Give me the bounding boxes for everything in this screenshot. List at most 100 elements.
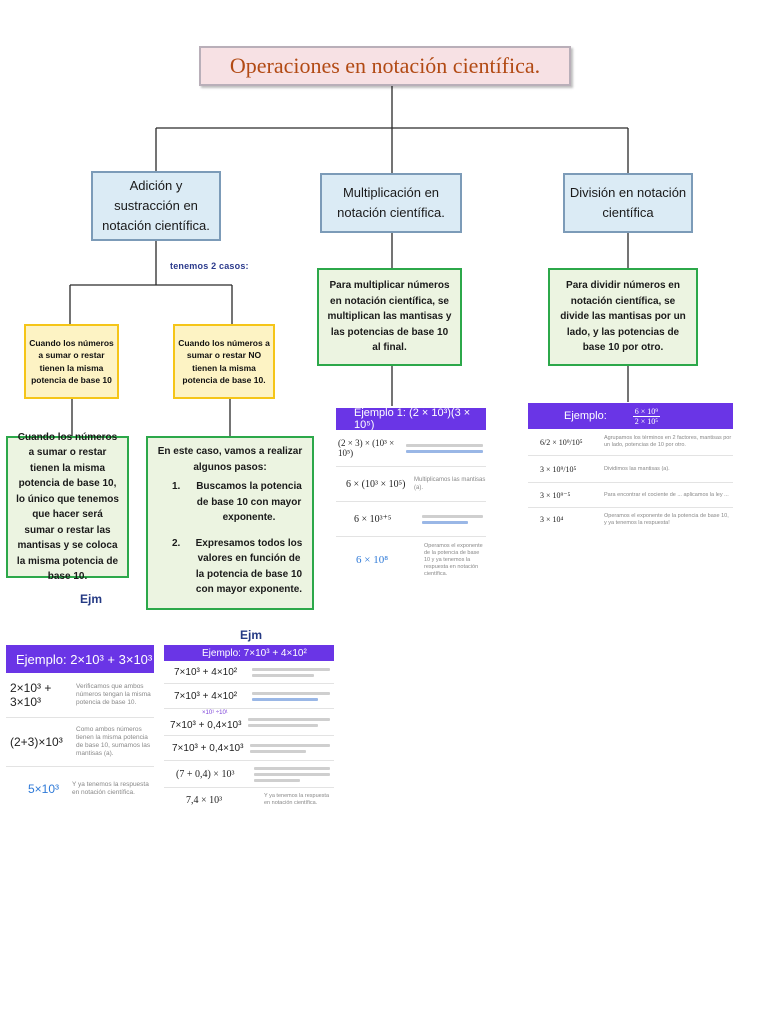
example-multiplicacion-note-text-2: Multiplicamos las mantisas (a). (414, 477, 486, 491)
example-division-note-text-4: Operamos el exponente de la potencia de … (604, 512, 729, 526)
example-suma-igual-note-2: Como ambos números tienen la misma poten… (76, 726, 154, 758)
case2-intro: En este caso, vamos a realizar algunos p… (157, 446, 303, 473)
example-suma-distinta-row: 7,4 × 10³ Y ya tenemos la respuesta en n… (164, 788, 334, 812)
example-division-math-3: 3 × 10⁹⁻⁵ (540, 490, 571, 500)
example-suma-igual-math-1: 2×10³ + 3×10³ (10, 681, 52, 709)
case1-condition: Cuando los números a sumar o restar tien… (24, 324, 119, 399)
example-multiplicacion-math-1: (2 × 3) × (10³ × 10⁵) (338, 438, 395, 458)
example-division-math-1: 6/2 × 10⁹/10⁵ (540, 437, 583, 447)
case2-step-1-text: Buscamos la potencia de base 10 con mayo… (196, 481, 302, 523)
example-division-math-2: 3 × 10⁹/10⁵ (540, 464, 577, 474)
example-suma-distinta-row: ×10¹ ÷10¹ 7×10³ + 0,4×10³ (164, 709, 334, 736)
example-multiplicacion-header: Ejemplo 1: (2 × 10³)(3 × 10⁵) (336, 407, 486, 431)
example-suma-igual: Ejemplo: 2×10³ + 3×10³ 2×10³ + 3×10³ Ver… (6, 645, 154, 815)
example-division: Ejemplo: 6 × 10⁹ 2 × 10⁵ 6/2 × 10⁹/10⁵ A… (528, 403, 733, 531)
example-multiplicacion-row: 6 × 10⁸ Operamos el exponente de la pote… (336, 537, 486, 583)
example-suma-distinta-note-1 (252, 665, 334, 680)
example-suma-igual-note-3: Y ya tenemos la respuesta en notación ci… (72, 781, 154, 797)
example-suma-distinta-row: 7×10³ + 0,4×10³ (164, 736, 334, 761)
title: Operaciones en notación científica. (229, 53, 541, 78)
example-suma-igual-note-text-2: Como ambos números tienen la misma poten… (76, 726, 151, 757)
example-suma-distinta-math-6: 7,4 × 10³ (186, 794, 223, 806)
case2-explanation: En este caso, vamos a realizar algunos p… (146, 436, 314, 610)
multiplicacion-description-text: Para multiplicar números en notación cie… (327, 280, 452, 354)
example-division-note-text-2: Dividimos las mantisas (a). (604, 466, 670, 472)
example-division-note-1: Agrupamos los términos en 2 factores, ma… (604, 435, 733, 449)
case2-steps: 1. Buscamos la potencia de base 10 con m… (156, 479, 304, 598)
example-suma-igual-math-2: (2+3)×10³ (10, 735, 63, 749)
node-division-text: División en notación científica (569, 185, 687, 220)
example-suma-distinta-math-3: 7×10³ + 0,4×10³ (170, 719, 242, 731)
node-adicion-text: Adición y sustracción en notación cientí… (102, 178, 210, 233)
example-multiplicacion-note-1 (406, 441, 486, 456)
division-description: Para dividir números en notación científ… (548, 268, 698, 366)
example-suma-distinta-math-4: 7×10³ + 0,4×10³ (172, 742, 244, 754)
example-multiplicacion-note-4: Operamos el exponente de la potencia de … (424, 543, 486, 578)
example-suma-distinta-row: (7 + 0,4) × 10³ (164, 761, 334, 788)
example-division-note-text-1: Agrupamos los términos en 2 factores, ma… (604, 435, 732, 448)
case1-explanation: Cuando los números a sumar o restar tien… (6, 432, 129, 582)
node-multiplicacion: Multiplicación en notación científica. (320, 173, 462, 233)
example-suma-distinta-math-1: 7×10³ + 4×10² (174, 666, 238, 678)
example-multiplicacion-math-4: 6 × 10⁸ (356, 554, 389, 566)
example-division-fraction-den: 2 × 10⁵ (634, 416, 659, 426)
example-suma-distinta-note-text-6: Y ya tenemos la respuesta en notación ci… (264, 793, 330, 806)
example-multiplicacion-note-text-4: Operamos el exponente de la potencia de … (424, 542, 483, 577)
casos-label: tenemos 2 casos: (170, 261, 249, 271)
example-suma-distinta-note-4 (250, 741, 334, 756)
node-division: División en notación científica (563, 173, 693, 233)
example-suma-distinta-note-6: Y ya tenemos la respuesta en notación ci… (264, 793, 334, 807)
example-division-row: 6/2 × 10⁹/10⁵ Agrupamos los términos en … (528, 429, 733, 456)
example-suma-igual-header: Ejemplo: 2×10³ + 3×10³ (6, 645, 154, 673)
example-multiplicacion-row: 6 × 10³⁺⁵ (336, 502, 486, 537)
example-suma-distinta-row: 7×10³ + 4×10² (164, 684, 334, 709)
example-division-note-3: Para encontrar el cociente de ... aplica… (604, 492, 733, 499)
case2-step-2-num: 2. (172, 537, 181, 549)
example-suma-igual-row: 5×10³ Y ya tenemos la respuesta en notac… (6, 767, 154, 811)
example-suma-distinta-note-3 (248, 715, 334, 730)
example-multiplicacion-math-2: 6 × (10³ × 10⁵) (346, 478, 406, 490)
example-multiplicacion-math-3: 6 × 10³⁺⁵ (354, 513, 392, 525)
case2-step-1: 1. Buscamos la potencia de base 10 con m… (156, 479, 304, 526)
example-division-note-2: Dividimos las mantisas (a). (604, 465, 733, 473)
example-division-header: Ejemplo: 6 × 10⁹ 2 × 10⁵ (528, 403, 733, 429)
example-suma-distinta: Ejemplo: 7×10³ + 4×10² 7×10³ + 4×10² 7×1… (164, 645, 334, 812)
example-suma-igual-row: 2×10³ + 3×10³ Verificamos que ambos núme… (6, 673, 154, 718)
example-suma-distinta-header: Ejemplo: 7×10³ + 4×10² (164, 645, 334, 661)
case2-step-1-num: 1. (172, 481, 181, 492)
example-suma-distinta-row: 7×10³ + 4×10² (164, 661, 334, 684)
case1-explanation-text: Cuando los números a sumar o restar tien… (16, 431, 119, 583)
case1-condition-text: Cuando los números a sumar o restar tien… (29, 337, 114, 386)
multiplicacion-description: Para multiplicar números en notación cie… (317, 268, 462, 366)
case2-step-2-text: Expresamos todos los valores en función … (195, 537, 303, 596)
title-box: Operaciones en notación científica. (199, 46, 571, 86)
example-multiplicacion-row: (2 × 3) × (10³ × 10⁵) (336, 430, 486, 467)
example-division-fraction: 6 × 10⁹ 2 × 10⁵ (632, 406, 661, 426)
example-suma-distinta-math-2: 7×10³ + 4×10² (174, 690, 238, 702)
example-suma-distinta-arrows: ×10¹ ÷10¹ (202, 710, 228, 716)
example-division-row: 3 × 10⁹⁻⁵ Para encontrar el cociente de … (528, 483, 733, 508)
example-division-note-4: Operamos el exponente de la potencia de … (604, 513, 733, 527)
example-multiplicacion: Ejemplo 1: (2 × 10³)(3 × 10⁵) (2 × 3) × … (336, 407, 486, 583)
example-suma-igual-note-text-1: Verificamos que ambos números tengan la … (76, 683, 151, 706)
example-division-fraction-num: 6 × 10⁹ (632, 406, 661, 417)
example-division-header-label: Ejemplo: (564, 410, 607, 422)
example-suma-igual-note-1: Verificamos que ambos números tengan la … (76, 683, 154, 707)
example-suma-distinta-note-5 (254, 764, 334, 785)
case2-condition-text: Cuando los números a sumar o restar NO t… (178, 337, 270, 386)
example-multiplicacion-row: 6 × (10³ × 10⁵) Multiplicamos las mantis… (336, 467, 486, 502)
case2-step-2: 2. Expresamos todos los valores en funci… (156, 536, 304, 598)
example-suma-distinta-note-2 (252, 689, 334, 704)
example-suma-igual-note-text-3: Y ya tenemos la respuesta en notación ci… (72, 781, 149, 796)
example-division-row: 3 × 10⁴ Operamos el exponente de la pote… (528, 508, 733, 531)
example-division-row: 3 × 10⁹/10⁵ Dividimos las mantisas (a). (528, 456, 733, 483)
example-suma-igual-row: (2+3)×10³ Como ambos números tienen la m… (6, 718, 154, 767)
case2-condition: Cuando los números a sumar o restar NO t… (173, 324, 275, 399)
node-multiplicacion-text: Multiplicación en notación científica. (337, 185, 445, 220)
example-multiplicacion-note-3 (422, 512, 486, 527)
node-adicion: Adición y sustracción en notación cientí… (91, 171, 221, 241)
ejm-label-1: Ejm (80, 592, 103, 606)
example-multiplicacion-note-2: Multiplicamos las mantisas (a). (414, 476, 486, 492)
example-division-math-4: 3 × 10⁴ (540, 515, 564, 524)
